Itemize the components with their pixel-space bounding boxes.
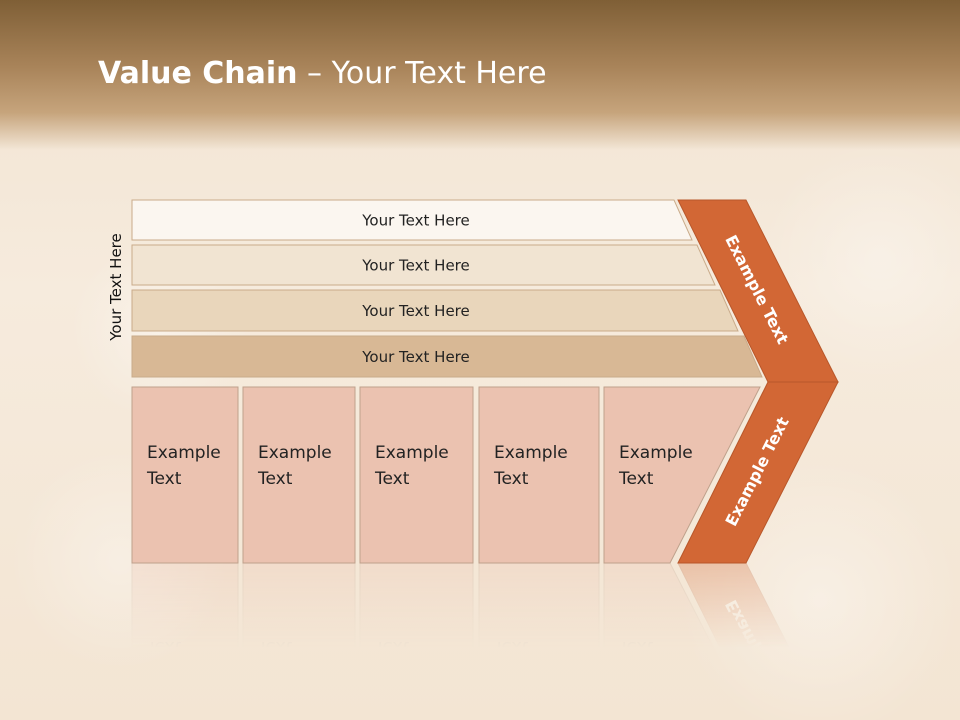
support-band-label: Your Text Here xyxy=(361,257,469,275)
activity-box-1[interactable] xyxy=(131,386,239,564)
activity-box-3[interactable] xyxy=(359,386,474,564)
activity-box-label-reflection: Text xyxy=(618,637,654,657)
activity-box-reflection xyxy=(603,562,751,720)
activity-box-label-reflection: Text xyxy=(146,637,182,657)
activity-box-label-reflection: Text xyxy=(257,637,293,657)
activity-box-label-reflection: Text xyxy=(374,637,410,657)
activity-box-label-line1: Example xyxy=(619,443,693,463)
activity-box-reflection xyxy=(242,562,356,720)
title-bold: Value Chain xyxy=(98,56,298,91)
activity-box-label-line2: Text xyxy=(493,469,529,489)
activity-box-2[interactable] xyxy=(242,386,356,564)
activity-box-reflection xyxy=(359,562,474,720)
activity-box-label-reflection: Example xyxy=(494,663,568,683)
title-rest: – Your Text Here xyxy=(297,56,547,91)
support-band-1[interactable] xyxy=(131,199,693,241)
activity-box-label-line2: Text xyxy=(374,469,410,489)
activity-box-label-line2: Text xyxy=(146,469,182,489)
support-band-label: Your Text Here xyxy=(361,348,469,366)
activity-box-reflection xyxy=(478,562,600,720)
activity-box-label-line1: Example xyxy=(147,443,221,463)
support-band-3[interactable] xyxy=(131,289,739,332)
activity-box-label-reflection: Text xyxy=(493,637,529,657)
activity-box-label-reflection: Example xyxy=(619,663,693,683)
activity-box-reflection xyxy=(131,562,239,720)
activity-box-label-line2: Text xyxy=(618,469,654,489)
activity-box-4[interactable] xyxy=(478,386,600,564)
chevron-lower-reflection xyxy=(677,562,827,720)
support-band-2[interactable] xyxy=(131,244,716,286)
activity-box-label-reflection: Example xyxy=(258,663,332,683)
activity-box-label-reflection: Example xyxy=(147,663,221,683)
support-band-label: Your Text Here xyxy=(361,212,469,230)
slide-title[interactable]: Value Chain – Your Text Here xyxy=(98,54,547,94)
activity-box-label-line1: Example xyxy=(258,443,332,463)
activity-box-label-line1: Example xyxy=(494,443,568,463)
support-band-label: Your Text Here xyxy=(361,302,469,320)
activity-box-label-reflection: Example xyxy=(375,663,449,683)
header-bar xyxy=(0,0,960,150)
side-label[interactable]: Your Text Here xyxy=(107,233,125,341)
support-band-4[interactable] xyxy=(131,335,763,378)
activity-box-label-line1: Example xyxy=(375,443,449,463)
activity-box-label-line2: Text xyxy=(257,469,293,489)
